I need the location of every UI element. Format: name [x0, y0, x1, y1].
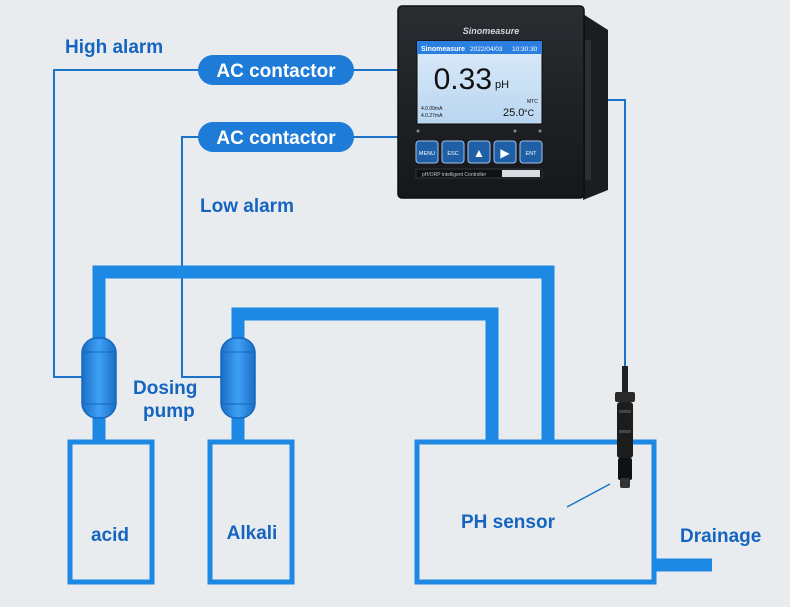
controller-keypad: MENU ESC ▲ ▶ ENT: [415, 140, 543, 164]
lcd-temperature: 25.0: [503, 107, 524, 119]
ac-contactor-top: AC contactor: [198, 55, 354, 85]
ph-sensor-leader: [566, 483, 611, 508]
ent-key[interactable]: [519, 140, 543, 164]
low-alarm-wire-left: [181, 136, 222, 378]
ph-sensor-label: PH sensor: [461, 512, 556, 533]
controller-lcd: [416, 40, 543, 125]
alkali-tank: [207, 439, 295, 585]
alkali-label: Alkali: [227, 523, 278, 544]
lcd-ph-unit: pH: [495, 79, 509, 91]
ac-contactor-bottom: AC contactor: [198, 122, 354, 152]
controller-brand: Sinomeasure: [463, 26, 520, 36]
lcd-mtc: MTC: [527, 99, 538, 105]
lcd-temp-unit: °C: [524, 108, 535, 118]
alkali-pipe: [231, 307, 499, 442]
treatment-tank: [414, 439, 657, 585]
dosing-pump-label-line1: Dosing: [133, 378, 197, 399]
controller-model-label: pH/ORP intelligent Controller: [422, 172, 486, 178]
lcd-date: 2022/04/03: [470, 46, 503, 53]
ph-sensor-probe: [615, 366, 635, 488]
lcd-ph-value: 0.33: [434, 63, 492, 96]
ent-key-label: ENT: [526, 151, 538, 157]
drainage-label: Drainage: [680, 526, 761, 547]
menu-key[interactable]: [415, 140, 439, 164]
acid-tank: [67, 439, 155, 585]
menu-key-label: MENU: [419, 151, 435, 157]
ac-contactor-bottom-label: AC contactor: [216, 128, 336, 149]
high-alarm-wire-left: [53, 69, 202, 378]
acid-dosing-pump: [81, 337, 117, 419]
lcd-current-1: 4.0.00mA: [421, 106, 443, 112]
up-key[interactable]: [467, 140, 491, 164]
lcd-current-2: 4.0.27mA: [421, 113, 443, 119]
esc-key[interactable]: [441, 140, 465, 164]
high-alarm-label: High alarm: [65, 37, 163, 58]
right-arrow-icon: ▶: [500, 146, 510, 160]
acid-label: acid: [91, 525, 129, 546]
dosing-pump-label-line2: pump: [143, 401, 195, 422]
esc-key-label: ESC: [447, 151, 458, 157]
dosing-pumps: [81, 337, 256, 419]
low-alarm-label: Low alarm: [200, 196, 294, 217]
right-key[interactable]: [493, 140, 517, 164]
up-arrow-icon: ▲: [473, 146, 485, 160]
lcd-time: 10:30:30: [512, 46, 538, 53]
ph-controller: Sinomeasure Sinomeasure 2022/04/03 10:30…: [397, 5, 608, 200]
tanks: [67, 439, 657, 585]
ac-contactor-top-label: AC contactor: [216, 61, 336, 82]
lcd-brand: Sinomeasure: [421, 46, 465, 53]
alkali-dosing-pump: [220, 337, 256, 419]
